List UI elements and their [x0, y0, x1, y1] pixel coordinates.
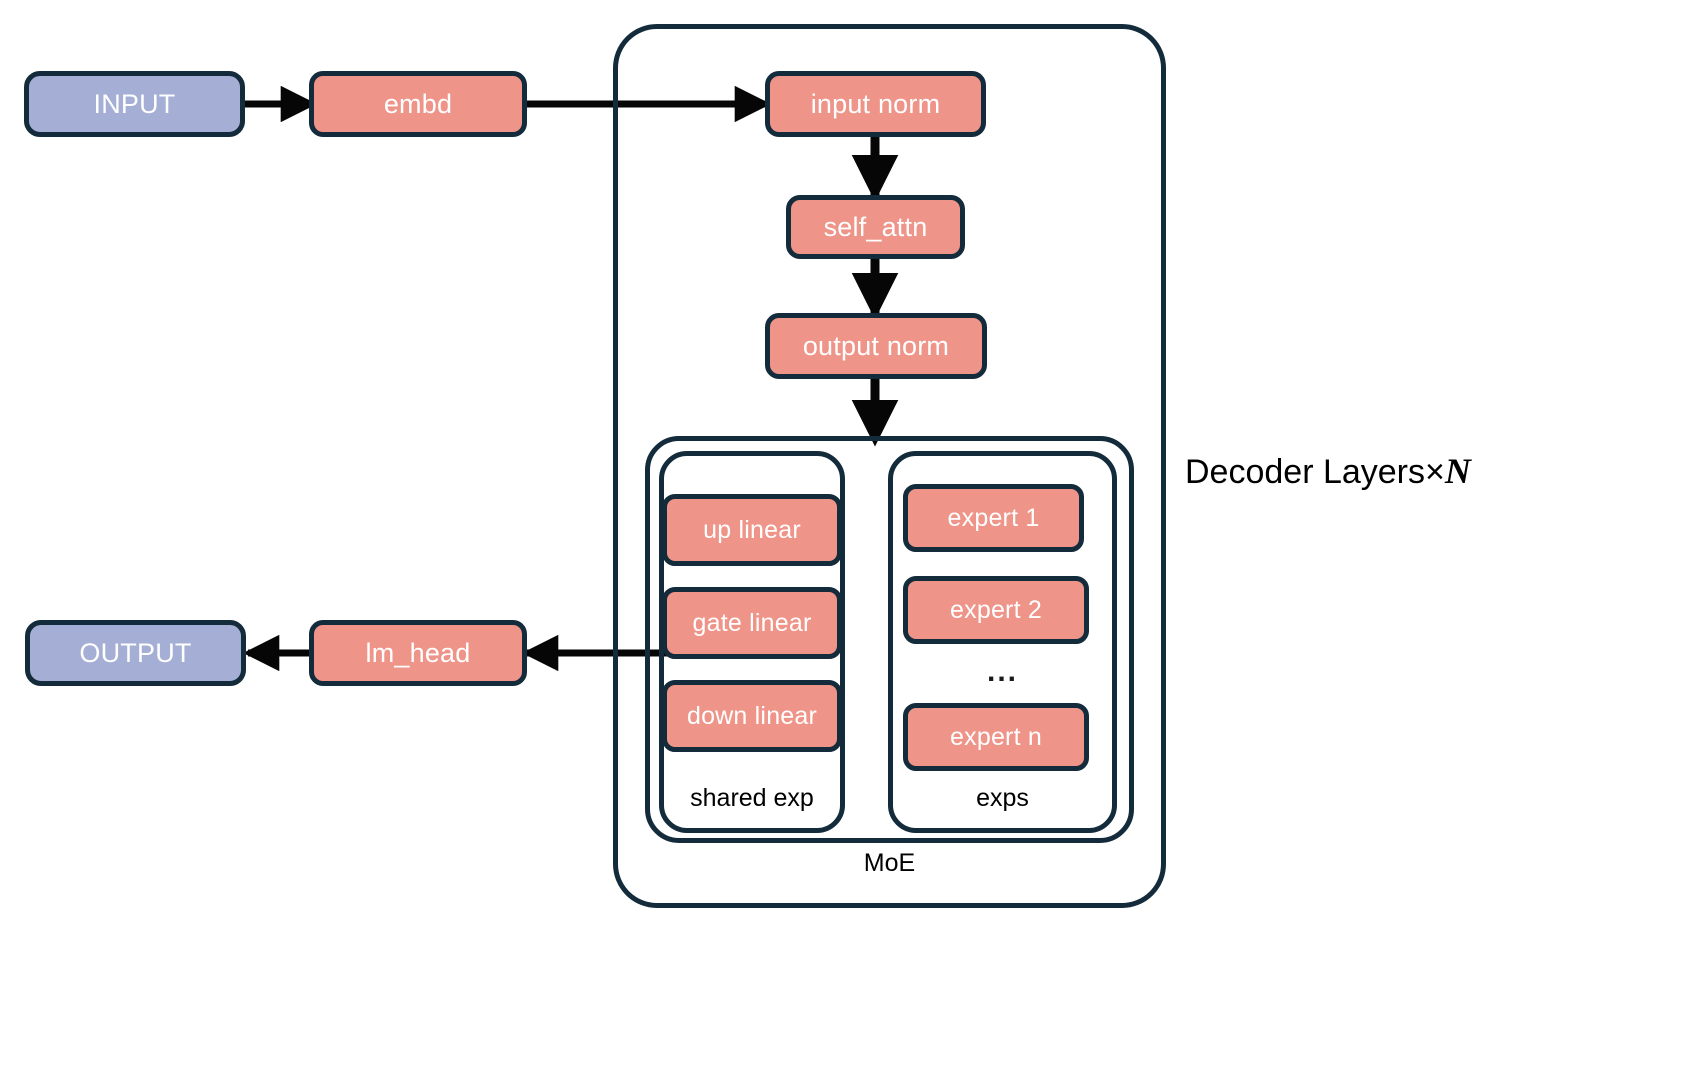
node-up-linear[interactable]: up linear: [662, 494, 842, 566]
node-expert-1[interactable]: expert 1: [903, 484, 1084, 552]
node-self-attn[interactable]: self_attn: [786, 195, 965, 259]
decoder-layers-title: Decoder Layers×N: [1185, 450, 1471, 492]
experts-caption: exps: [976, 784, 1029, 812]
node-lm-head[interactable]: lm_head: [309, 620, 527, 686]
node-down-linear[interactable]: down linear: [662, 680, 842, 752]
node-output[interactable]: OUTPUT: [25, 620, 246, 686]
shared-expert-group: [659, 451, 845, 833]
experts-ellipsis: ...: [986, 655, 1018, 688]
node-expert-2[interactable]: expert 2: [903, 576, 1089, 644]
decoder-layers-count-variable: N: [1444, 451, 1471, 491]
node-gate-linear[interactable]: gate linear: [662, 587, 842, 659]
node-input[interactable]: INPUT: [24, 71, 245, 137]
node-output-norm[interactable]: output norm: [765, 313, 987, 379]
decoder-layers-container: [613, 24, 1166, 908]
node-embd[interactable]: embd: [309, 71, 527, 137]
node-expert-n[interactable]: expert n: [903, 703, 1089, 771]
shared-expert-caption: shared exp: [690, 784, 814, 812]
decoder-layers-title-text: Decoder Layers×: [1185, 453, 1445, 491]
node-input-norm[interactable]: input norm: [765, 71, 986, 137]
moe-caption: MoE: [863, 849, 916, 877]
experts-group: [888, 451, 1117, 833]
